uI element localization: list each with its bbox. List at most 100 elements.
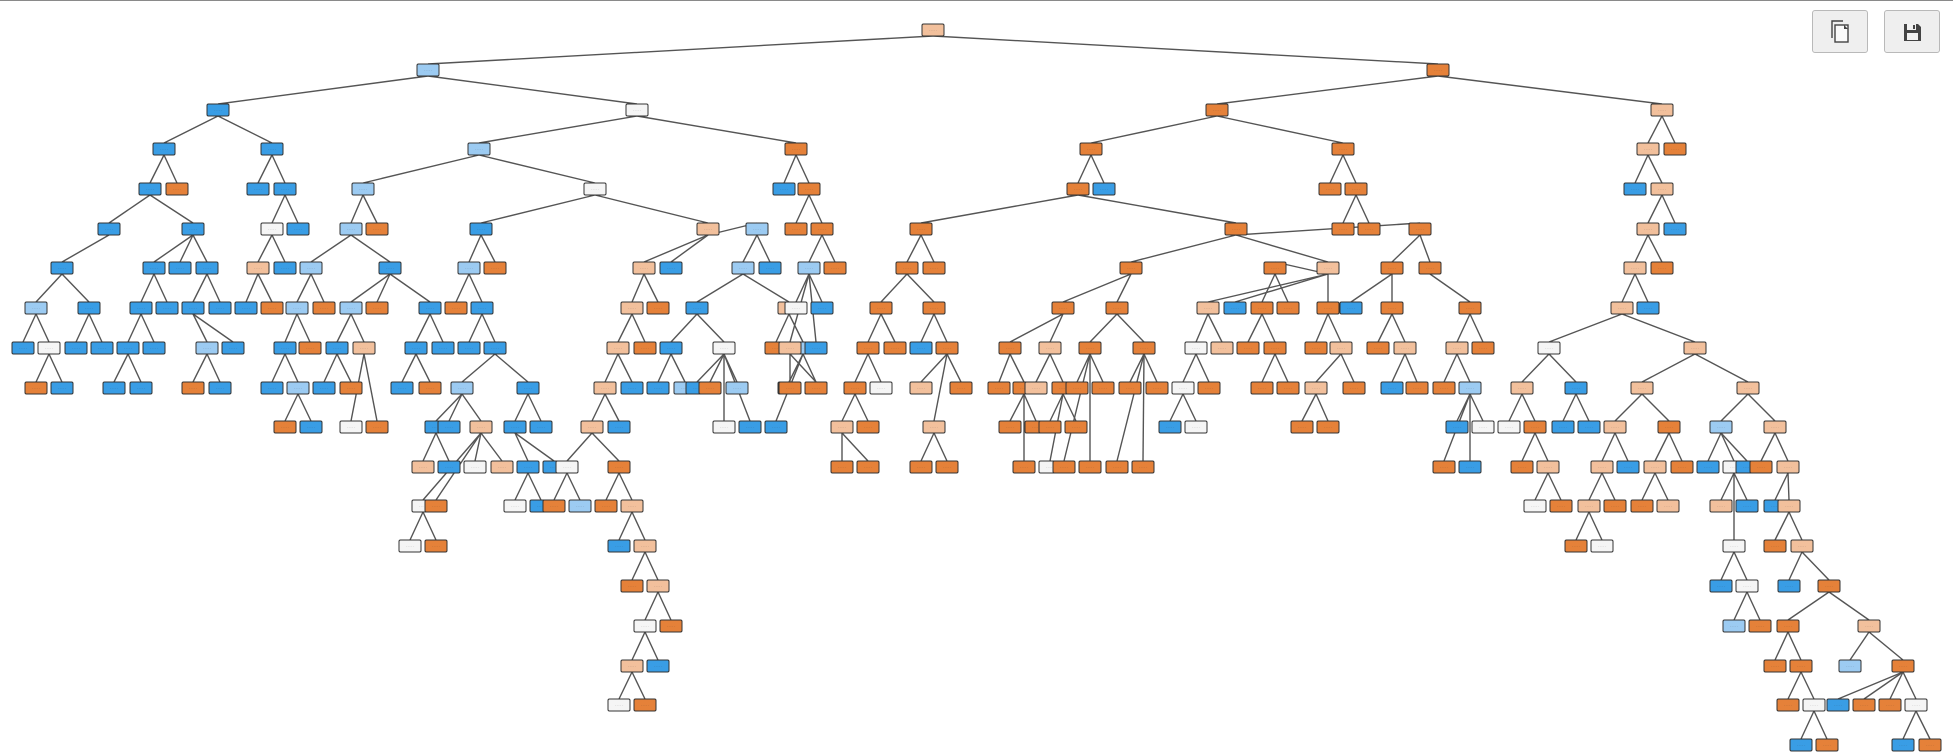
tree-node: [1132, 341, 1156, 355]
tree-edge: [631, 551, 646, 581]
tree-node: [1344, 182, 1368, 196]
tree-node-label: · · · · ·: [216, 307, 225, 311]
tree-node: [1339, 301, 1363, 315]
tree-node-label: · · · · ·: [146, 188, 155, 192]
tree-edge: [461, 393, 482, 422]
tree-node-label: · · · · ·: [333, 347, 342, 351]
tree-node: [1380, 381, 1404, 395]
tree-edge: [594, 194, 709, 224]
tree-node-label: · · · · ·: [1312, 347, 1321, 351]
tree-edge: [1654, 432, 1670, 462]
tree-node: [1329, 341, 1353, 355]
tree-node: [1616, 460, 1640, 474]
tree-edge: [795, 273, 810, 303]
tree-node: [646, 381, 670, 395]
tree-node: [470, 301, 494, 315]
tree-node: [935, 341, 959, 355]
tree-node-label: · · · · ·: [537, 426, 546, 430]
tree-node: [1458, 460, 1482, 474]
tree-edge: [75, 313, 90, 343]
tree-node: [1789, 659, 1813, 673]
tree-node-label: · · · · ·: [1099, 387, 1108, 391]
tree-node: [1630, 499, 1654, 513]
tree-edge: [1634, 273, 1649, 303]
tree-node-label: · · · · ·: [281, 188, 290, 192]
tree-edge: [643, 234, 709, 263]
tree-edge: [880, 313, 896, 343]
tree-edge: [217, 75, 429, 105]
tree-edge: [480, 234, 496, 263]
tree-edge: [179, 234, 194, 263]
tree-node-label: · · · · ·: [477, 228, 486, 232]
tree-edge: [643, 273, 659, 303]
tree-node: [11, 341, 35, 355]
tree-node-label: · · · · ·: [641, 704, 650, 708]
tree-edge: [192, 234, 208, 263]
tree-node-label: · · · · ·: [307, 267, 316, 271]
tree-node: [1709, 579, 1733, 593]
tree-node: [273, 341, 297, 355]
tree-node: [1223, 301, 1247, 315]
tree-node: [64, 341, 88, 355]
tree-node: [286, 381, 310, 395]
tree-node-label: · · · · ·: [720, 347, 729, 351]
tree-node: [1065, 381, 1089, 395]
tree-node: [1366, 341, 1390, 355]
tree-node-label: · · · · ·: [1258, 307, 1267, 311]
tree-node: [1405, 381, 1429, 395]
tree-node-label: · · · · ·: [465, 267, 474, 271]
tree-node: [457, 261, 481, 275]
tree-edge: [1130, 234, 1237, 263]
tree-node-label: · · · · ·: [1518, 466, 1527, 470]
tree-node-label: · · · · ·: [641, 625, 650, 629]
tree-node-label: · · · · ·: [1926, 744, 1935, 748]
tree-node: [1380, 261, 1404, 275]
tree-edge: [153, 273, 168, 303]
tree-node-label: · · · · ·: [1846, 665, 1855, 669]
tree-edge: [1849, 631, 1870, 661]
tree-edge: [841, 432, 869, 462]
tree-edge: [1090, 154, 1105, 184]
tree-node-label: · · · · ·: [591, 188, 600, 192]
tree-edge: [1216, 75, 1439, 105]
tree-edge: [1009, 393, 1025, 422]
save-button[interactable]: [1884, 10, 1940, 53]
tree-node: [50, 381, 74, 395]
tree-edge: [350, 234, 391, 263]
tree-edge: [257, 234, 273, 263]
tree-node-label: · · · · ·: [1771, 426, 1780, 430]
tree-node-label: · · · · ·: [1087, 148, 1096, 152]
tree-node: [1196, 301, 1220, 315]
tree-edge: [1216, 115, 1344, 144]
tree-node-label: · · · · ·: [563, 466, 572, 470]
tree-edge: [1342, 194, 1357, 224]
tree-node-label: · · · · ·: [432, 545, 441, 549]
tree-node-label: · · · · ·: [537, 505, 546, 509]
tree-edge: [1089, 353, 1104, 383]
tree-node-label: · · · · ·: [1113, 307, 1122, 311]
tree-node-label: · · · · ·: [864, 426, 873, 430]
tree-node: [1817, 579, 1841, 593]
tree-node-label: · · · · ·: [85, 307, 94, 311]
tree-node: [365, 301, 389, 315]
tree-node: [1776, 698, 1800, 712]
tree-node: [784, 142, 808, 156]
copy-button[interactable]: [1812, 10, 1868, 53]
tree-node: [299, 261, 323, 275]
tree-node-label: · · · · ·: [359, 188, 368, 192]
tree-node-label: · · · · ·: [1743, 505, 1752, 509]
tree-node-label: · · · · ·: [1518, 387, 1527, 391]
tree-node-label: · · · · ·: [105, 228, 114, 232]
tree-node: [1789, 738, 1813, 752]
tree-node: [503, 499, 527, 513]
tree-node: [1171, 381, 1195, 395]
tree-node-label: · · · · ·: [805, 188, 814, 192]
tree-node: [633, 341, 657, 355]
tree-edge: [415, 313, 431, 343]
tree-node: [646, 579, 670, 593]
tree-node: [895, 261, 919, 275]
tree-node-label: · · · · ·: [720, 426, 729, 430]
tree-node-label: · · · · ·: [1006, 347, 1015, 351]
tree-edge: [1828, 591, 1870, 621]
tree-edge: [631, 273, 645, 303]
